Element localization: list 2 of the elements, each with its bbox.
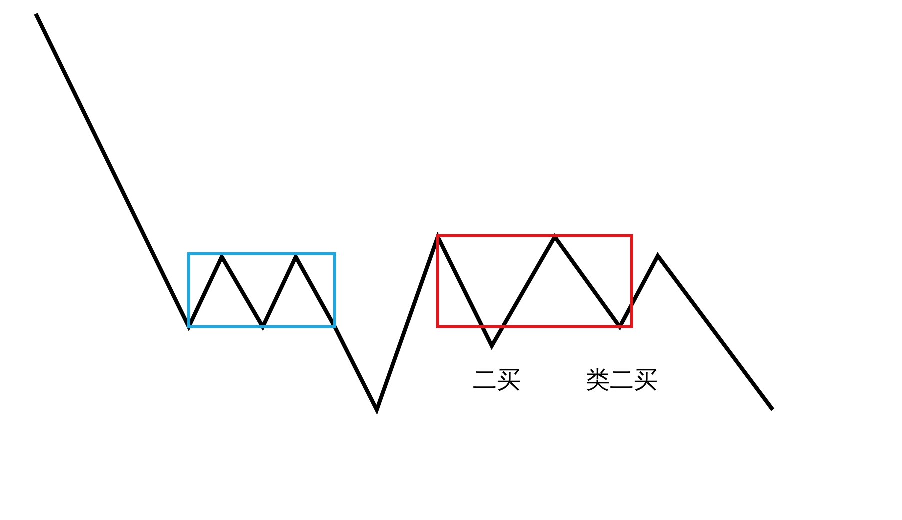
point-label: 类二买 (586, 368, 658, 392)
point-label: 二买 (473, 368, 521, 392)
